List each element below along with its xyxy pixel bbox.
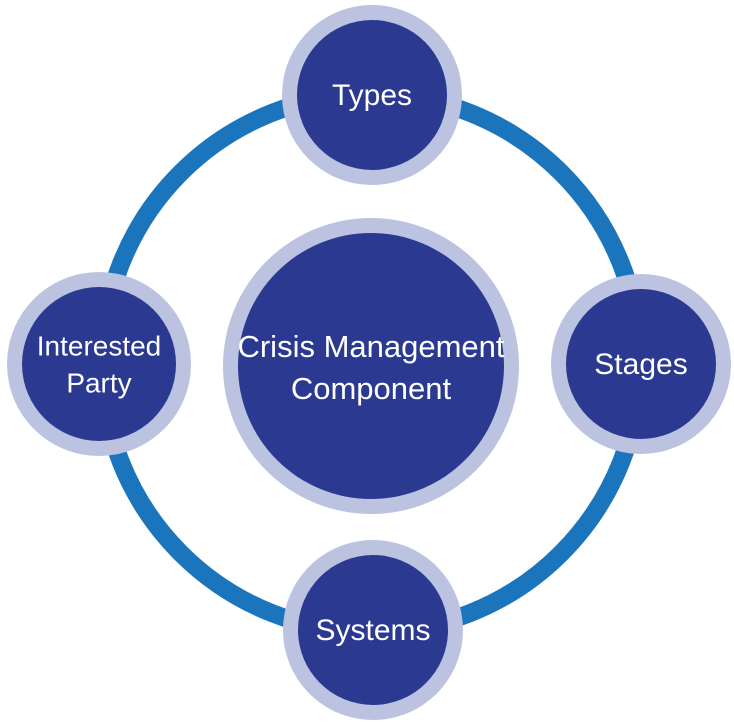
center-node-label-line2: Component bbox=[291, 371, 452, 406]
interested-party-node-label-line1: Interested bbox=[37, 330, 162, 361]
stages-node-label: Stages bbox=[594, 348, 687, 381]
interested-party-node: Interested Party bbox=[7, 272, 191, 456]
interested-party-node-circle bbox=[22, 287, 176, 441]
types-node: Types bbox=[282, 5, 462, 185]
systems-node-label: Systems bbox=[315, 614, 430, 647]
systems-node: Systems bbox=[283, 540, 463, 720]
center-node: Crisis Management Component bbox=[223, 218, 519, 514]
types-node-label: Types bbox=[332, 79, 412, 112]
center-node-label-line1: Crisis Management bbox=[237, 329, 504, 364]
interested-party-node-label-line2: Party bbox=[66, 367, 131, 398]
stages-node: Stages bbox=[551, 274, 731, 454]
center-node-circle bbox=[238, 233, 504, 499]
